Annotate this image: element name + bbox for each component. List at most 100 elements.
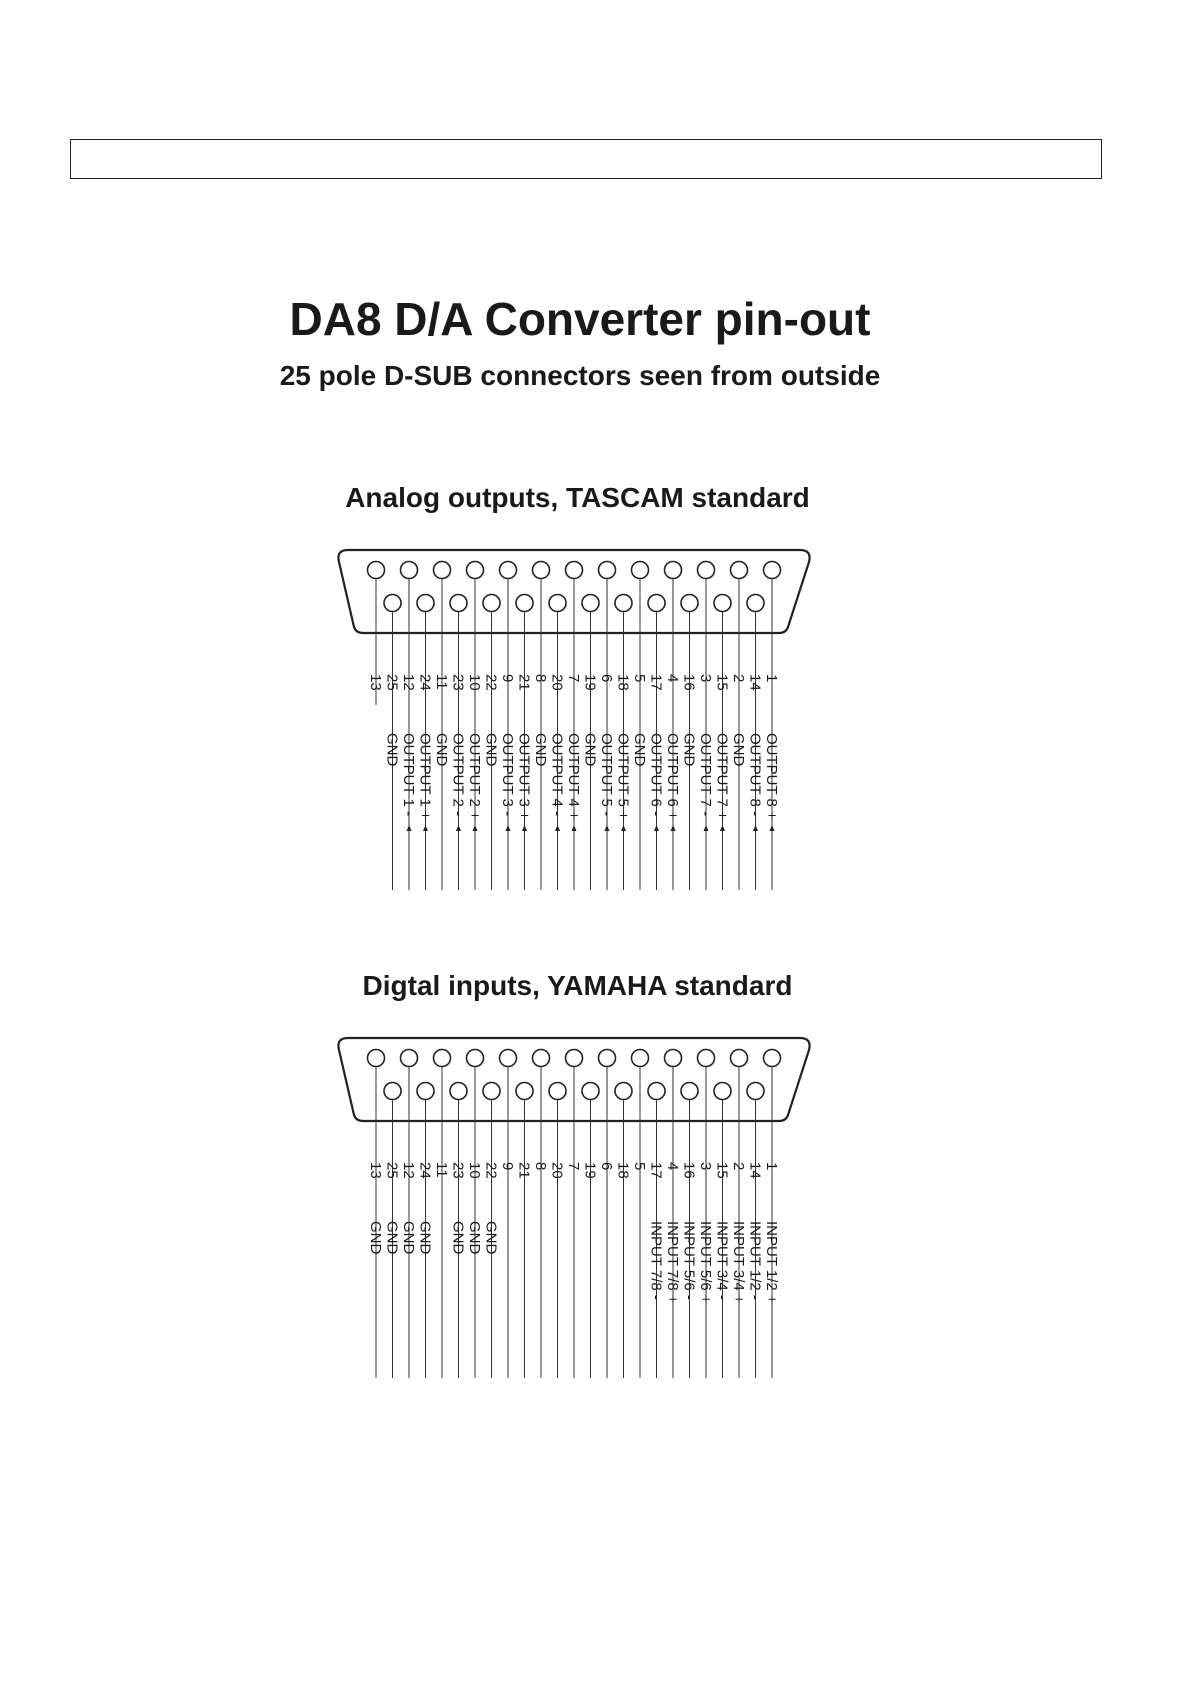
pin-signal-label: INPUT 7/8 + xyxy=(664,1221,681,1304)
pin-number: 20 xyxy=(549,1162,566,1179)
pin-hole xyxy=(548,593,567,613)
pin-number: 17 xyxy=(648,674,665,691)
pin-number: 24 xyxy=(417,674,434,691)
pin-signal-label: GND xyxy=(582,733,599,767)
pin-hole xyxy=(680,1081,699,1101)
signal-arrow-icon xyxy=(621,825,626,831)
digital-section-title: Digtal inputs, YAMAHA standard xyxy=(362,970,793,1001)
pin-signal-label: OUTPUT 5 + xyxy=(615,733,632,820)
pin-signal-label: OUTPUT 2 + xyxy=(466,733,483,820)
pin-hole xyxy=(482,593,501,613)
pin-hole xyxy=(498,560,518,580)
pin-hole xyxy=(432,560,452,580)
pin-hole xyxy=(729,560,749,580)
pin-number: 21 xyxy=(516,1162,533,1179)
pin-hole xyxy=(614,593,633,613)
pin-signal-label: GND xyxy=(631,733,648,767)
signal-arrow-icon xyxy=(670,825,676,831)
signal-arrow-icon xyxy=(423,825,428,831)
pin-number: 8 xyxy=(532,674,549,682)
pin-hole xyxy=(465,1048,485,1068)
pin-hole xyxy=(762,1048,782,1068)
pin-21: 21 xyxy=(515,1081,534,1378)
pin-hole xyxy=(531,1048,551,1068)
pin-5: 5 xyxy=(630,1048,650,1378)
pin-hole xyxy=(399,1048,419,1068)
pin-signal-label: OUTPUT 6 + xyxy=(664,733,681,820)
connector-shell xyxy=(337,1036,811,1123)
pin-signal-label: OUTPUT 8 + xyxy=(763,733,780,820)
pin-19: 19 xyxy=(581,1081,600,1378)
pin-signal-label: OUTPUT 5 - xyxy=(598,733,615,816)
pin-hole xyxy=(663,560,683,580)
pin-number: 11 xyxy=(433,674,450,690)
page-title: DA8 D/A Converter pin-out xyxy=(289,293,871,345)
pin-signal-label: GND xyxy=(483,733,500,767)
pin-7: 7 xyxy=(564,1048,584,1378)
pin-number: 3 xyxy=(697,674,714,682)
header-box xyxy=(70,139,1102,179)
signal-arrow-icon xyxy=(522,825,527,831)
pin-20: 20 xyxy=(548,1081,567,1378)
pin-number: 15 xyxy=(714,1162,731,1179)
pin-hole xyxy=(399,560,419,580)
pin-number: 6 xyxy=(598,674,615,682)
pin-hole xyxy=(696,560,716,580)
pin-hole xyxy=(597,1048,617,1068)
signal-arrow-icon xyxy=(472,825,478,831)
page-subtitle: 25 pole D-SUB connectors seen from outsi… xyxy=(279,360,881,391)
pin-signal-label: GND xyxy=(483,1221,500,1255)
pin-hole xyxy=(515,1081,534,1101)
pin-number: 10 xyxy=(466,674,483,691)
pin-number: 12 xyxy=(400,1162,417,1179)
pin-11: 11 xyxy=(432,1048,452,1378)
signal-arrow-icon xyxy=(555,825,560,831)
pin-hole xyxy=(597,560,617,580)
pin-hole xyxy=(564,1048,584,1068)
pin-signal-label: OUTPUT 7 + xyxy=(714,733,731,820)
pin-number: 25 xyxy=(384,1162,401,1179)
pin-hole xyxy=(416,1081,435,1101)
pin-hole xyxy=(498,1048,518,1068)
pin-hole xyxy=(366,560,386,580)
pin-signal-label: INPUT 3/4 + xyxy=(730,1221,747,1304)
pin-hole xyxy=(383,593,402,613)
pin-number: 1 xyxy=(763,1162,780,1170)
pin-signal-label: GND xyxy=(384,733,401,767)
pin-hole xyxy=(713,593,732,613)
pin-hole xyxy=(432,1048,452,1068)
pin-hole xyxy=(729,1048,749,1068)
signal-arrow-icon xyxy=(456,825,461,831)
pin-hole xyxy=(713,1081,732,1101)
pin-number: 14 xyxy=(747,1162,764,1179)
signal-arrow-icon xyxy=(720,825,725,831)
pin-number: 2 xyxy=(730,674,747,682)
pin-signal-label: INPUT 5/6 - xyxy=(681,1221,698,1300)
pin-hole xyxy=(383,1081,402,1101)
pin-number: 21 xyxy=(516,674,533,691)
pin-signal-label: OUTPUT 3 - xyxy=(499,733,516,816)
pin-number: 25 xyxy=(384,674,401,691)
pin-signal-label: INPUT 1/2 + xyxy=(763,1221,780,1304)
pin-hole xyxy=(581,593,600,613)
pin-signal-label: OUTPUT 8 - xyxy=(747,733,764,816)
pin-number: 7 xyxy=(565,1162,582,1170)
pin-number: 12 xyxy=(400,674,417,691)
pin-signal-label: OUTPUT 4 - xyxy=(549,733,566,816)
pin-number: 15 xyxy=(714,674,731,691)
pin-hole xyxy=(746,1081,765,1101)
